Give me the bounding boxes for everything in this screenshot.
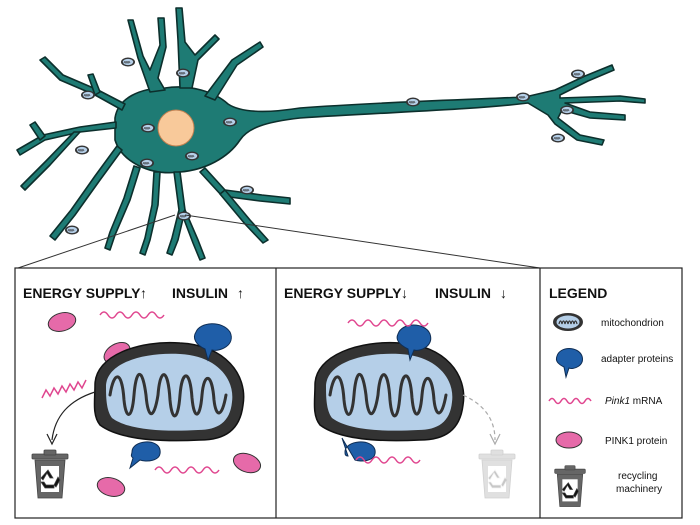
legend-pink1-icon: [555, 431, 583, 449]
recycling-arrow: [51, 391, 96, 441]
pink1-mrna: [41, 379, 87, 399]
legend: LEGEND mitochondrion adapter proteins Pi…: [548, 285, 673, 507]
neuron-dendrite: [219, 189, 269, 244]
mitochondrion-large: [313, 341, 465, 442]
panel-low-energy: ENERGY SUPPLY ↓ INSULIN ↓: [284, 285, 516, 499]
pink1-mrna: [355, 456, 421, 464]
pink1-mrna: [154, 466, 220, 474]
left-energy-arrow: ↑: [140, 285, 147, 301]
arrow-head: [489, 433, 501, 446]
legend-recycling-label-1: recycling: [618, 471, 657, 482]
zoom-line-left: [17, 214, 176, 269]
neuron-dendrite: [104, 165, 141, 251]
left-insulin-label: INSULIN: [172, 285, 228, 301]
legend-mrna-icon: [548, 397, 592, 405]
neuron-dendrite: [204, 41, 264, 101]
recycling-bin: [31, 449, 69, 499]
left-energy-label: ENERGY SUPPLY: [23, 285, 141, 301]
pink1-protein: [96, 477, 126, 497]
arrow-head: [46, 433, 58, 446]
zoom-line-right: [184, 214, 541, 269]
legend-recycling-label-2: machinery: [616, 484, 662, 495]
adapter-protein: [193, 323, 232, 362]
legend-adapter-icon: [555, 348, 583, 379]
neuron-dendrite: [139, 171, 161, 256]
neuron-nucleus: [157, 109, 195, 147]
neuron-dendrite: [20, 131, 81, 191]
legend-recycling-icon: [554, 465, 586, 507]
legend-title: LEGEND: [549, 285, 607, 301]
neuron-dendrite: [39, 56, 126, 111]
recycling-arrow-faded: [462, 394, 496, 441]
legend-adapter-label: adapter proteins: [601, 354, 673, 365]
panel-high-energy: ENERGY SUPPLY ↑ INSULIN ↑: [23, 285, 262, 499]
neuron-dendrite: [29, 121, 46, 141]
neuron-dendrite: [87, 73, 101, 96]
pink1-protein: [47, 312, 77, 332]
neuron-dendrite: [175, 7, 220, 89]
panel-frame: [14, 267, 683, 519]
legend-mitochondrion-icon: [553, 313, 583, 331]
neuron-dendrite: [127, 17, 167, 93]
middle-insulin-label: INSULIN: [435, 285, 491, 301]
neuron: [16, 7, 646, 261]
pink1-mrna: [99, 311, 165, 319]
adapter-protein: [129, 441, 161, 470]
middle-insulin-arrow: ↓: [500, 285, 507, 301]
middle-energy-arrow: ↓: [401, 285, 408, 301]
neuron-dendrite: [49, 145, 123, 241]
mitochondrion-large: [93, 341, 245, 442]
adapter-protein: [396, 324, 432, 362]
legend-mitochondrion-label: mitochondrion: [601, 318, 664, 329]
pink1-mrna: [347, 319, 429, 327]
neuron-dendrite: [16, 121, 117, 156]
legend-mrna-label-rest: mRNA: [630, 396, 663, 407]
legend-pink1-label: PINK1 protein: [605, 436, 667, 447]
left-insulin-arrow: ↑: [237, 285, 244, 301]
legend-mrna-label: Pink1 mRNA: [605, 396, 663, 407]
pink1-protein: [232, 452, 262, 474]
legend-mrna-label-italic: Pink1: [605, 396, 630, 407]
middle-energy-label: ENERGY SUPPLY: [284, 285, 402, 301]
recycling-bin-faded: [478, 449, 516, 499]
neuron-soma-axon: [114, 64, 646, 174]
